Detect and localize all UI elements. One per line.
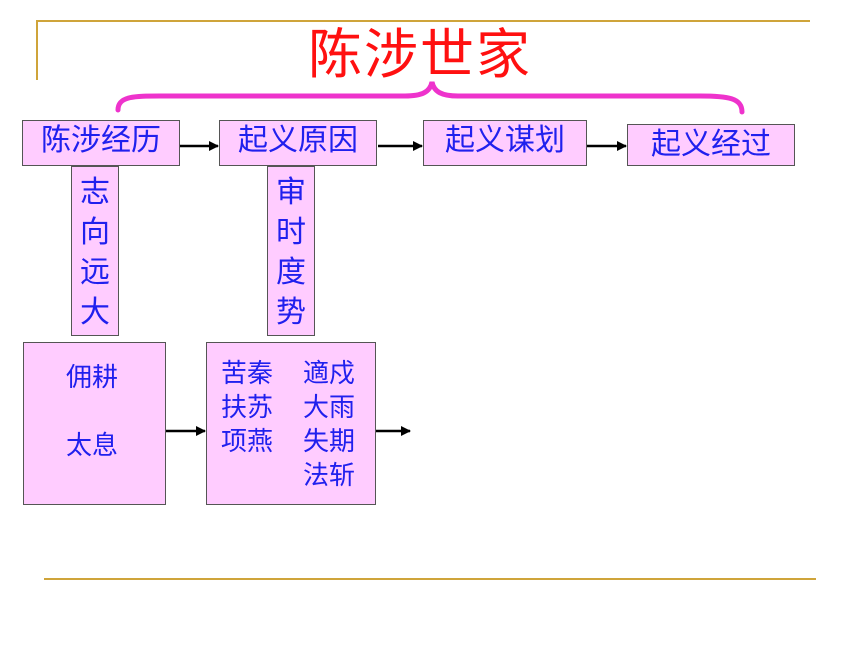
box-chen-she-experience: 陈涉经历	[22, 120, 180, 166]
detail-text: 苦秦	[221, 359, 274, 389]
vertical-char: 大	[80, 295, 110, 330]
title-brace	[115, 81, 745, 115]
box-label: 起义原因	[238, 123, 358, 158]
detail-text: 扶苏	[221, 393, 274, 423]
vertical-char: 志	[80, 175, 110, 210]
box-ambition: 志 向 远 大	[71, 166, 119, 336]
box-label: 起义谋划	[445, 123, 565, 158]
vertical-char: 向	[80, 215, 110, 250]
vertical-char: 审	[276, 175, 306, 210]
box-judge-situation: 审 时 度 势	[267, 166, 315, 336]
box-label: 陈涉经历	[41, 123, 161, 158]
vertical-char: 度	[276, 255, 306, 290]
detail-text: 佣耕	[66, 363, 119, 393]
box-experience-detail: 佣耕 太息	[23, 342, 166, 505]
frame-bottom-line	[44, 578, 816, 580]
frame-top-line	[36, 20, 810, 22]
detail-text: 法斩	[303, 461, 356, 491]
box-uprising-process: 起义经过	[627, 124, 795, 166]
vertical-char: 远	[80, 255, 110, 290]
detail-text: 適戍	[303, 359, 356, 389]
detail-text: 失期	[303, 427, 356, 457]
vertical-char: 势	[276, 295, 306, 330]
vertical-char: 时	[276, 215, 306, 250]
box-uprising-cause: 起义原因	[219, 120, 377, 166]
detail-text: 太息	[66, 431, 119, 461]
box-label: 起义经过	[651, 127, 771, 162]
page-title: 陈涉世家	[308, 23, 532, 86]
box-cause-detail: 苦秦 扶苏 项燕 適戍 大雨 失期 法斩	[206, 342, 376, 505]
detail-text: 大雨	[303, 393, 356, 423]
frame-left-line	[36, 20, 38, 80]
box-uprising-plan: 起义谋划	[423, 120, 587, 166]
detail-text: 项燕	[221, 427, 274, 457]
